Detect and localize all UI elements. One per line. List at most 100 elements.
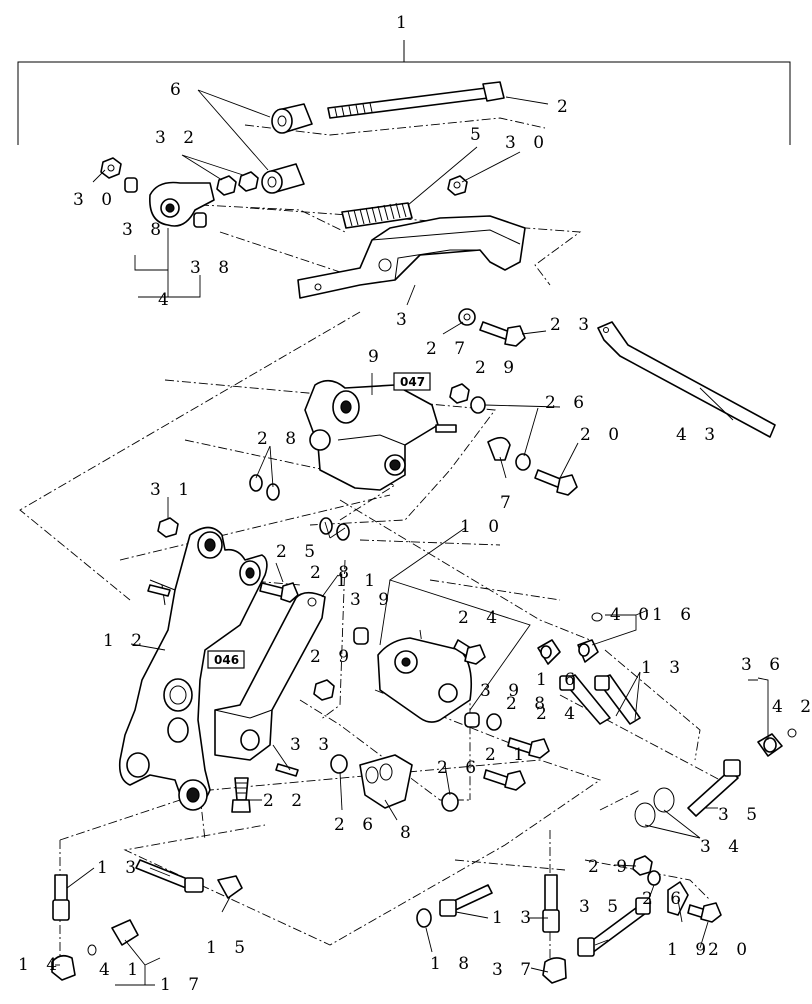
fitting-36-42: [757, 728, 797, 757]
callout-labels: 1 2 3 4 5 6 7 8 9 1 0 1 1 1 2 1 3 1 3 1 …: [18, 13, 812, 995]
washers-28: [249, 474, 350, 541]
clamps-34: [634, 787, 675, 828]
callout-2: 2: [557, 97, 574, 117]
callout-38a: 3 8: [122, 220, 167, 240]
callout-16b: 1 6: [536, 670, 581, 690]
callout-24b: 2 4: [536, 704, 581, 724]
washer-26b: [441, 792, 459, 812]
callout-20b: 2 0: [708, 940, 753, 960]
callout-18: 1 8: [430, 954, 475, 974]
callout-12: 1 2: [103, 631, 148, 651]
link-arm: [214, 591, 326, 761]
callout-23: 2 3: [550, 315, 595, 335]
callout-13a: 1 3: [641, 658, 686, 678]
valve-body: [304, 379, 457, 491]
callout-35a: 3 5: [718, 805, 763, 825]
callout-36: 3 6: [741, 655, 786, 675]
spacer-39a: [353, 627, 369, 645]
callout-33: 3 3: [290, 735, 335, 755]
callout-26a: 2 6: [545, 393, 590, 413]
block-10: [377, 637, 473, 723]
lower-left-hoses: [51, 859, 243, 981]
callout-20a: 2 0: [580, 425, 625, 445]
callout-43: 4 3: [676, 425, 721, 445]
strap: [597, 321, 776, 438]
callout-41: 4 1: [99, 960, 144, 980]
callout-5: 5: [470, 125, 487, 145]
fittings-upper-right: [449, 383, 578, 496]
callout-26c: 2 6: [437, 758, 482, 778]
callout-40: 4 0: [610, 605, 655, 625]
callout-6: 6: [170, 80, 187, 100]
callout-28b: 2 8: [310, 563, 355, 583]
fittings-16: [537, 612, 603, 665]
callout-39a: 3 9: [350, 590, 395, 610]
support-bracket: [297, 215, 526, 299]
callout-22: 2 2: [263, 791, 308, 811]
callout-13c: 1 3: [492, 908, 537, 928]
bolts-21-24: [483, 713, 550, 791]
ref-box-046[interactable]: [207, 650, 245, 669]
callout-28c: 2 8: [506, 694, 551, 714]
main-lever: [118, 526, 268, 811]
callout-16a: 1 6: [652, 605, 697, 625]
callout-27: 2 7: [426, 339, 471, 359]
callout-30a: 3 0: [73, 190, 118, 210]
ref-label-046[interactable]: 046: [214, 653, 239, 667]
callout-1: 1: [396, 13, 413, 33]
block-8: [359, 754, 413, 809]
callout-34: 3 4: [700, 837, 745, 857]
lower-mid-hoses: [416, 874, 567, 984]
callout-9: 9: [368, 347, 385, 367]
callout-32: 3 2: [155, 128, 200, 148]
long-bolt: [327, 81, 505, 119]
hose-35-right: [687, 759, 741, 817]
spacer-tubes: [261, 103, 313, 194]
callout-17: 1 7: [160, 975, 205, 995]
callout-30b: 3 0: [505, 133, 550, 153]
callout-29a: 2 9: [475, 358, 520, 378]
callout-38b: 3 8: [190, 258, 235, 278]
lower-right-parts: [577, 855, 722, 957]
callout-15: 1 5: [206, 938, 251, 958]
callout-29b: 2 9: [310, 647, 355, 667]
bolt-24-upper: [453, 639, 486, 665]
callout-10: 1 0: [460, 517, 505, 537]
ref-box-047[interactable]: [393, 372, 431, 391]
callout-37: 3 7: [492, 960, 537, 980]
callout-42: 4 2: [772, 697, 812, 717]
leader-lines: [55, 89, 769, 986]
spacer-39b: [464, 712, 480, 728]
nuts-upper: [100, 157, 468, 228]
callout-26b: 2 6: [334, 815, 379, 835]
spring: [341, 202, 413, 229]
nut-31-bolt-25: [147, 517, 299, 603]
hoses-13-right: [559, 674, 641, 725]
callout-19: 1 9: [667, 940, 712, 960]
callout-14: 1 4: [18, 955, 63, 975]
callout-29c: 2 9: [588, 857, 633, 877]
callout-24a: 2 4: [458, 608, 503, 628]
callout-21: 2 1: [485, 745, 530, 765]
nut-29: [313, 679, 335, 701]
callout-3: 3: [396, 310, 413, 330]
callout-4: 4: [158, 290, 175, 310]
ref-label-047[interactable]: 047: [400, 375, 425, 389]
assembly-bracket: [17, 40, 791, 145]
callout-39b: 3 9: [480, 681, 525, 701]
callout-7: 7: [500, 493, 517, 513]
bolt-22-key-33: [231, 763, 299, 813]
small-lever: [149, 181, 215, 227]
callout-8: 8: [400, 823, 417, 843]
callout-26d: 2 6: [642, 889, 687, 909]
washer-26a: [330, 754, 348, 774]
bolt-23: [458, 308, 526, 347]
callout-13b: 1 3: [97, 858, 142, 878]
callout-28a: 2 8: [257, 429, 302, 449]
callout-11: 1 1: [336, 571, 381, 591]
callout-31: 3 1: [150, 480, 195, 500]
callout-25: 2 5: [276, 542, 321, 562]
callout-35b: 3 5: [579, 897, 624, 917]
